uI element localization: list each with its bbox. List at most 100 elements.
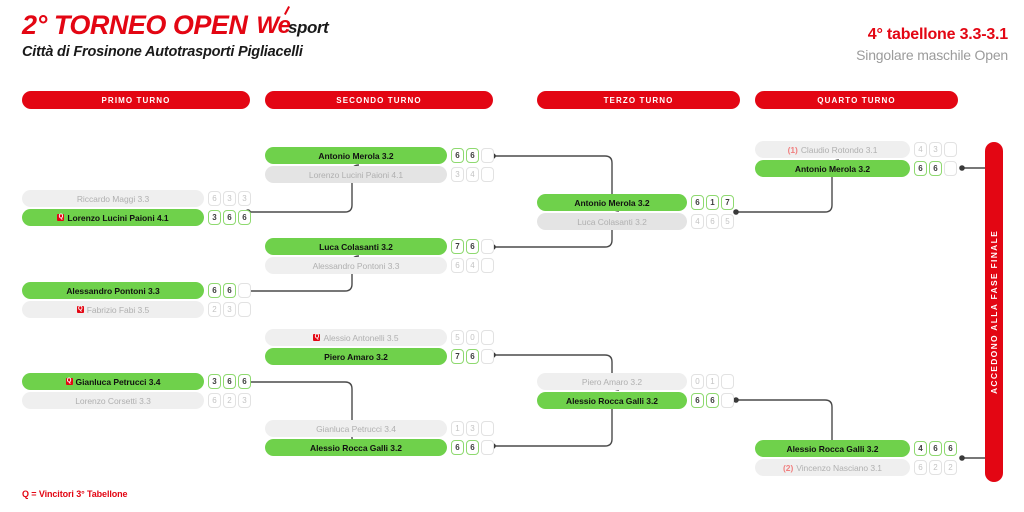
player-name: Luca Colasanti 3.2	[537, 213, 687, 230]
score-box: 3	[451, 167, 464, 182]
score-group: 3 6 6	[208, 374, 253, 389]
score-box: 6	[208, 393, 221, 408]
match-row-bottom[interactable]: Luca Colasanti 3.2 4 6 5	[537, 213, 736, 230]
score-group: 6 6	[691, 393, 736, 408]
score-box: 4	[914, 142, 927, 157]
title-block: 2° TORNEO OPEN Wesport Città di Frosinon…	[22, 6, 329, 60]
player-label: Fabrizio Fabi 3.5	[86, 304, 150, 315]
player-name: Piero Amaro 3.2	[537, 373, 687, 390]
match-row-top[interactable]: Riccardo Maggi 3.3 6 3 3	[22, 190, 253, 207]
score-group: 5 0	[451, 330, 496, 345]
legend-q: Q = Vincitori 3° Tabellone	[22, 489, 128, 499]
q-badge-icon: Q	[57, 213, 65, 221]
player-label: Alessio Rocca Galli 3.2	[310, 442, 402, 453]
match-row-top[interactable]: Luca Colasanti 3.2 7 6	[265, 238, 496, 255]
match-row-bottom[interactable]: Lorenzo Lucini Paioni 4.1 3 4	[265, 166, 496, 183]
score-box: 6	[238, 374, 251, 389]
score-group: 1 3	[451, 421, 496, 436]
final-phase-bar: ACCEDONO ALLA FASE FINALE	[985, 142, 1003, 482]
tournament-title-text: 2° TORNEO OPEN	[22, 10, 248, 40]
score-group: 7 6	[451, 239, 496, 254]
score-group: 7 6	[451, 349, 496, 364]
score-box	[481, 349, 494, 364]
q-badge-icon: Q	[65, 377, 73, 385]
player-label: Riccardo Maggi 3.3	[76, 193, 150, 204]
score-group: 4 3	[914, 142, 959, 157]
match-row-bottom[interactable]: Q Lorenzo Lucini Paioni 4.1 3 6 6	[22, 209, 253, 226]
player-name: Gianluca Petrucci 3.4	[265, 420, 447, 437]
match-row-bottom[interactable]: (2) Vincenzo Nasciano 3.1 6 2 2	[755, 459, 959, 476]
score-group: 6 3 3	[208, 191, 253, 206]
score-box	[721, 393, 734, 408]
score-box: 6	[466, 349, 479, 364]
match-row-bottom[interactable]: Alessio Rocca Galli 3.2 6 6	[537, 392, 736, 409]
score-box: 6	[223, 283, 236, 298]
score-box: 6	[208, 191, 221, 206]
match-row-bottom[interactable]: Lorenzo Corsetti 3.3 6 2 3	[22, 392, 253, 409]
score-group: 3 4	[451, 167, 496, 182]
final-phase-label: ACCEDONO ALLA FASE FINALE	[989, 229, 999, 395]
match-row-top[interactable]: Alessio Rocca Galli 3.2 4 6 6	[755, 440, 959, 457]
match-row-top[interactable]: Piero Amaro 3.2 0 1	[537, 373, 736, 390]
score-box: 6	[451, 148, 464, 163]
score-box: 6	[944, 441, 957, 456]
score-box: 4	[466, 258, 479, 273]
score-box: 4	[466, 167, 479, 182]
score-box: 2	[208, 302, 221, 317]
match-row-top[interactable]: Q Alessio Antonelli 3.5 5 0	[265, 329, 496, 346]
score-box: 3	[208, 210, 221, 225]
match-row-top[interactable]: Gianluca Petrucci 3.4 1 3	[265, 420, 496, 437]
match-row-top[interactable]: Q Gianluca Petrucci 3.4 3 6 6	[22, 373, 253, 390]
score-box: 3	[238, 393, 251, 408]
score-group: 6 6	[451, 148, 496, 163]
score-box: 6	[451, 440, 464, 455]
player-label: Gianluca Petrucci 3.4	[316, 423, 396, 434]
score-box: 7	[451, 349, 464, 364]
score-box: 6	[929, 441, 942, 456]
round-tab-secondo-turno[interactable]: SECONDO TURNO	[265, 91, 493, 109]
player-name: Alessandro Pontoni 3.3	[265, 257, 447, 274]
match-row-top[interactable]: (1) Claudio Rotondo 3.1 4 3	[755, 141, 959, 158]
score-box: 6	[691, 393, 704, 408]
player-label: Claudio Rotondo 3.1	[800, 144, 878, 155]
score-box: 6	[466, 440, 479, 455]
player-name: Alessio Rocca Galli 3.2	[755, 440, 910, 457]
score-box: 7	[451, 239, 464, 254]
match-row-top[interactable]: Antonio Merola 3.2 6 1 7	[537, 194, 736, 211]
score-group: 6 6	[208, 283, 253, 298]
player-name: Alessandro Pontoni 3.3	[22, 282, 204, 299]
player-name: Lorenzo Lucini Paioni 4.1	[265, 166, 447, 183]
score-group: 6 2 3	[208, 393, 253, 408]
match-row-bottom[interactable]: Q Fabrizio Fabi 3.5 2 3	[22, 301, 253, 318]
player-label: Piero Amaro 3.2	[581, 376, 643, 387]
seed-label: (1)	[787, 144, 798, 155]
match-row-bottom[interactable]: Alessandro Pontoni 3.3 6 4	[265, 257, 496, 274]
score-box: 4	[914, 441, 927, 456]
score-box	[481, 330, 494, 345]
match-row-top[interactable]: Alessandro Pontoni 3.3 6 6	[22, 282, 253, 299]
logo-we-text: We	[256, 12, 291, 39]
score-box: 5	[451, 330, 464, 345]
score-group: 4 6 5	[691, 214, 736, 229]
match-row-bottom[interactable]: Antonio Merola 3.2 6 6	[755, 160, 959, 177]
round-tab-quarto-turno[interactable]: QUARTO TURNO	[755, 91, 958, 109]
score-box	[481, 421, 494, 436]
score-box	[944, 142, 957, 157]
score-box: 2	[223, 393, 236, 408]
score-box	[481, 258, 494, 273]
score-box: 5	[721, 214, 734, 229]
score-box: 6	[466, 148, 479, 163]
score-box: 6	[706, 214, 719, 229]
round-tab-primo-turno[interactable]: PRIMO TURNO	[22, 91, 250, 109]
score-box	[238, 302, 251, 317]
score-box	[721, 374, 734, 389]
player-label: Piero Amaro 3.2	[324, 351, 388, 362]
round-tab-terzo-turno[interactable]: TERZO TURNO	[537, 91, 740, 109]
score-box: 1	[706, 195, 719, 210]
score-box: 0	[466, 330, 479, 345]
match-row-bottom[interactable]: Piero Amaro 3.2 7 6	[265, 348, 496, 365]
match-row-bottom[interactable]: Alessio Rocca Galli 3.2 6 6	[265, 439, 496, 456]
match-row-top[interactable]: Antonio Merola 3.2 6 6	[265, 147, 496, 164]
score-group: 6 2 2	[914, 460, 959, 475]
score-box	[481, 239, 494, 254]
